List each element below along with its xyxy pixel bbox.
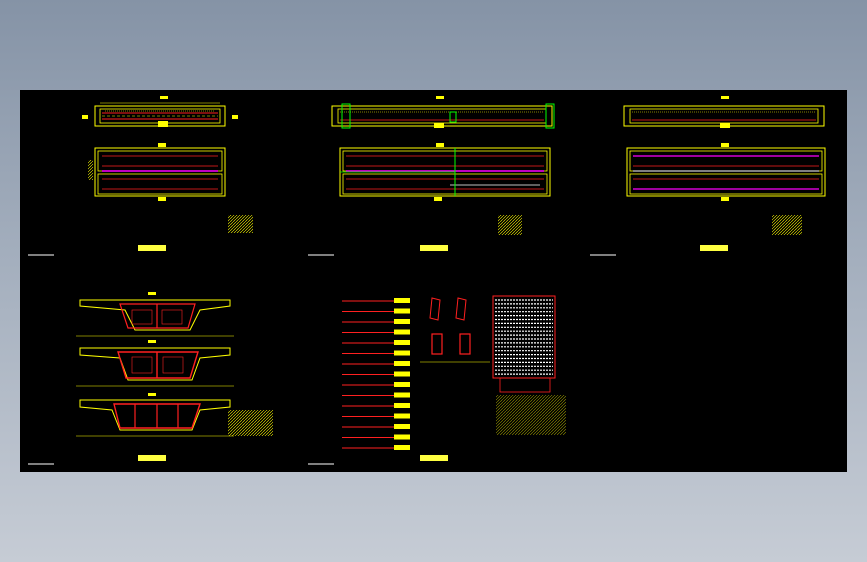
panel-plan-2: [308, 96, 555, 256]
rebar-tag: [394, 413, 410, 419]
rebar-tag: [394, 382, 410, 387]
panel-sections: [28, 292, 273, 465]
drawing-sheet[interactable]: [20, 90, 847, 472]
rebar-tag: [394, 319, 410, 324]
rebar-tag: [394, 329, 410, 335]
rebar-tag: [394, 424, 410, 429]
cad-canvas: [28, 96, 826, 465]
panel-plan-1: [28, 96, 253, 256]
rebar-tag: [394, 371, 410, 377]
rebar-tag: [394, 403, 410, 408]
rebar-tag: [394, 434, 410, 440]
rebar-tag: [394, 340, 410, 345]
rebar-tag: [394, 350, 410, 356]
panel-plan-3: [590, 96, 826, 256]
rebar-tag: [394, 308, 410, 314]
rebar-tag: [394, 445, 410, 450]
panel-rebar-schedule: [308, 295, 566, 465]
rebar-tag: [394, 361, 410, 366]
rebar-tag: [394, 298, 410, 303]
rebar-tag: [394, 392, 410, 398]
